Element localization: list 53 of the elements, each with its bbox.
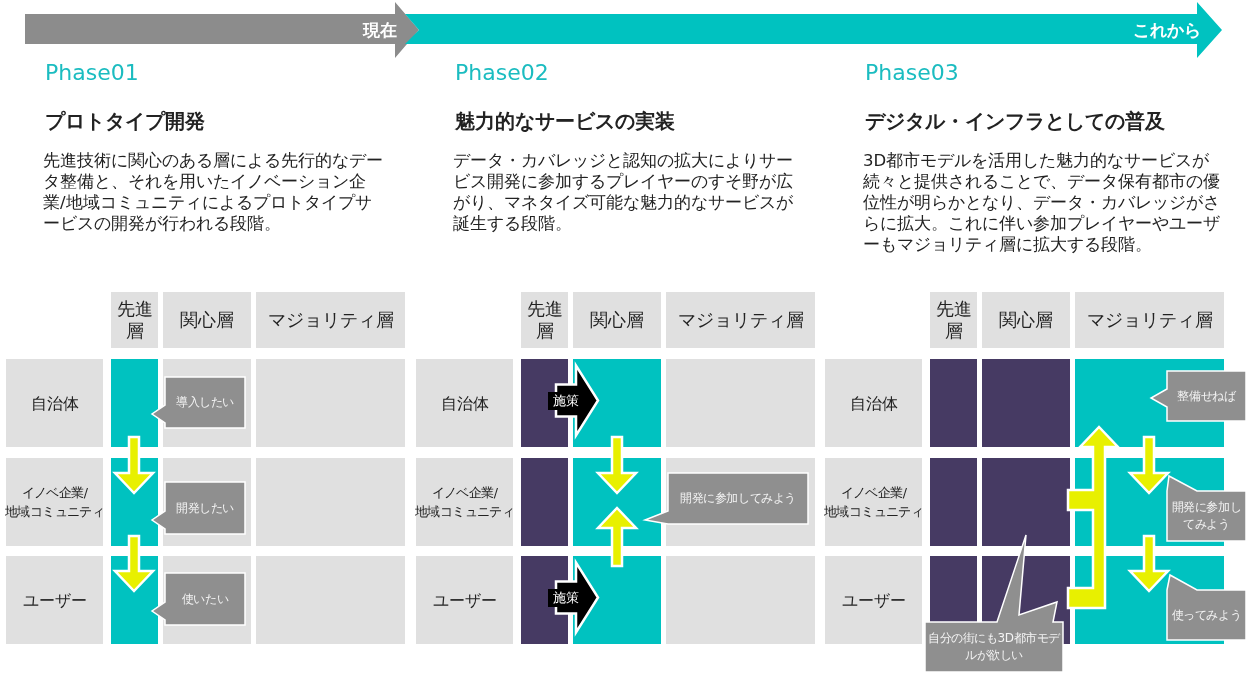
arrow bbox=[595, 435, 639, 495]
phase-heading: 魅力的なサービスの実装 bbox=[455, 108, 675, 135]
row-header: 自治体 bbox=[416, 359, 513, 447]
column-header: 先進層 bbox=[111, 292, 158, 348]
column-header: 関心層 bbox=[163, 292, 251, 348]
column-header: マジョリティ層 bbox=[256, 292, 405, 348]
phase-description: 先進技術に関心のある層による先行的なデータ整備と、それを用いたイノベーション企業/地域コミュニティによるプロトタイプサービスの開発が行われる段階。 bbox=[43, 150, 384, 234]
speech-bubble-tooltip: 使いたい bbox=[151, 572, 246, 626]
phase-label: Phase03 bbox=[865, 60, 959, 85]
matrix-cell bbox=[256, 359, 405, 447]
column-header: 先進層 bbox=[521, 292, 568, 348]
matrix-cell bbox=[930, 458, 977, 546]
row-header: 自治体 bbox=[825, 359, 922, 447]
matrix-cell bbox=[666, 556, 815, 644]
speech-bubble-tooltip: 使ってみよう bbox=[1166, 574, 1247, 641]
column-header: 関心層 bbox=[982, 292, 1070, 348]
speech-bubble-tooltip: 開発に参加してみよう bbox=[644, 472, 809, 525]
column-header: マジョリティ層 bbox=[1075, 292, 1224, 348]
row-header: ユーザー bbox=[6, 556, 103, 644]
timeline-arrow: 現在 bbox=[25, 2, 419, 58]
matrix-cell bbox=[666, 359, 815, 447]
row-header: 自治体 bbox=[6, 359, 103, 447]
arrow bbox=[595, 506, 639, 568]
matrix-cell bbox=[982, 458, 1070, 546]
row-header: イノベ企業/地域コミュニティ bbox=[6, 458, 103, 546]
arrow bbox=[112, 435, 156, 495]
phase-heading: プロトタイプ開発 bbox=[45, 108, 205, 135]
arrow bbox=[1127, 435, 1171, 495]
column-header: 関心層 bbox=[573, 292, 661, 348]
phase-description: データ・カバレッジと認知の拡大によりサービス開発に参加するプレイヤーのすそ野が広がり、マネタイズ可能な魅力的なサービスが誕生する段階。 bbox=[453, 150, 794, 234]
speech-bubble-tooltip: 自分の街にも3D都市モデルが欲しい bbox=[924, 534, 1064, 673]
phase-heading: デジタル・インフラとしての普及 bbox=[865, 108, 1165, 135]
column-header: 先進層 bbox=[930, 292, 977, 348]
matrix-cell bbox=[930, 359, 977, 447]
row-header: イノベ企業/地域コミュニティ bbox=[416, 458, 513, 546]
phase-label: Phase02 bbox=[455, 60, 549, 85]
row-header: イノベ企業/地域コミュニティ bbox=[825, 458, 922, 546]
matrix-cell bbox=[256, 458, 405, 546]
arrow bbox=[112, 534, 156, 593]
phase-label: Phase01 bbox=[45, 60, 139, 85]
row-header: ユーザー bbox=[416, 556, 513, 644]
arrow bbox=[1127, 534, 1171, 593]
column-header: マジョリティ層 bbox=[666, 292, 815, 348]
row-header: ユーザー bbox=[825, 556, 922, 644]
matrix-cell bbox=[111, 359, 158, 447]
speech-bubble-tooltip: 導入したい bbox=[151, 376, 246, 429]
matrix-cell bbox=[521, 458, 568, 546]
speech-bubble-tooltip: 開発に参加してみよう bbox=[1166, 475, 1247, 542]
matrix-cell bbox=[256, 556, 405, 644]
matrix-cell bbox=[982, 359, 1070, 447]
arrow bbox=[1066, 425, 1121, 610]
speech-bubble-tooltip: 開発したい bbox=[151, 481, 246, 535]
phase-description: 3D都市モデルを活用した魅力的なサービスが続々と提供されることで、データ保有都市の優位性が明らかとなり、データ・カバレッジがさらに拡大。これに伴い参加プレイヤーやユーザーもマジョリティ層に拡大する段階。 bbox=[863, 150, 1221, 255]
